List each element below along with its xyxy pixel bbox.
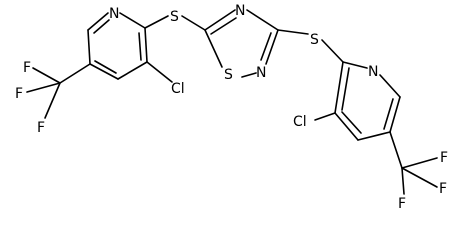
atom-label-s: S xyxy=(224,67,233,83)
bond xyxy=(379,74,401,98)
bond xyxy=(87,29,91,65)
bond xyxy=(144,15,169,29)
bond xyxy=(314,112,336,121)
atom-label-n: N xyxy=(368,64,378,80)
bond xyxy=(334,61,344,114)
bond xyxy=(241,72,257,78)
bond xyxy=(93,19,110,34)
bond xyxy=(138,32,142,61)
bond xyxy=(357,131,391,141)
bond xyxy=(181,15,206,31)
bond xyxy=(44,82,61,119)
atom-label-s: S xyxy=(310,32,319,48)
bond xyxy=(26,82,61,93)
bond xyxy=(59,63,91,84)
bond xyxy=(119,12,146,29)
bond xyxy=(89,63,119,80)
atom-label-f: F xyxy=(440,150,448,166)
bond xyxy=(32,67,61,84)
bond xyxy=(144,27,148,63)
bond xyxy=(204,29,223,68)
bond xyxy=(94,60,117,74)
atom-label-f: F xyxy=(398,196,406,212)
atom-label-n: N xyxy=(256,65,266,81)
bond xyxy=(204,9,236,31)
bond xyxy=(146,61,173,83)
bond xyxy=(210,17,237,35)
bond xyxy=(321,39,344,63)
bond xyxy=(277,29,309,35)
atom-label-cl: Cl xyxy=(293,114,307,130)
bond xyxy=(401,167,438,188)
bond xyxy=(401,157,438,169)
bond xyxy=(117,61,148,80)
left-pyridine-ring xyxy=(87,12,148,80)
atom-label-s: S xyxy=(170,9,179,25)
bond xyxy=(341,111,362,134)
bond xyxy=(87,12,109,31)
atom-label-f: F xyxy=(23,60,31,76)
bond xyxy=(389,131,403,169)
atom-label-n: N xyxy=(235,3,245,19)
atom-label-n: N xyxy=(109,6,119,22)
bond xyxy=(389,96,401,133)
right-pyridine-ring xyxy=(334,61,401,141)
bond xyxy=(260,32,272,61)
atom-label-f: F xyxy=(15,86,23,102)
chemical-structure: N S N S N S N Cl Cl F F F F F F xyxy=(15,3,448,212)
bond xyxy=(246,9,279,31)
atom-label-f: F xyxy=(37,120,45,136)
bond xyxy=(334,112,359,141)
bond xyxy=(342,61,368,69)
thiadiazole-ring xyxy=(204,9,279,78)
bond xyxy=(401,167,405,195)
atom-label-cl: Cl xyxy=(171,81,185,97)
bond xyxy=(265,29,279,65)
bond xyxy=(383,98,394,130)
atom-label-f: F xyxy=(439,181,447,197)
bond xyxy=(341,67,350,111)
